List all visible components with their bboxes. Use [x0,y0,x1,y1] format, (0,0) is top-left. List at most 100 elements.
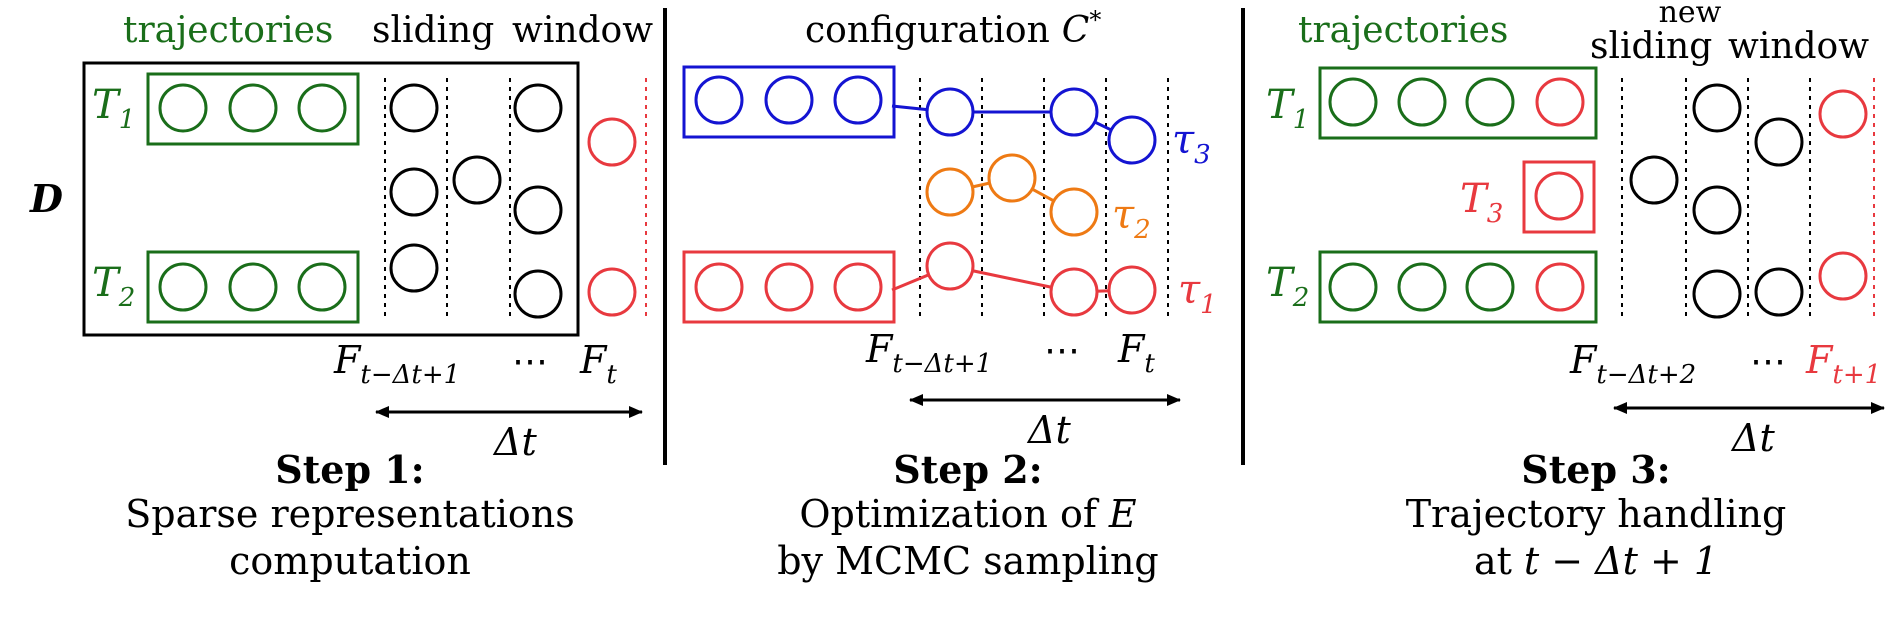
p2-tau1-node [694,262,744,312]
p1-frame-start-label: Ft−Δt+1 [333,338,460,390]
p1-step-line2: computation [229,539,471,583]
p1-dictionary-box [82,61,580,337]
p3-t2-box [1318,250,1598,324]
p1-ellipsis: ⋯ [512,341,548,382]
p3-header-trajectories: trajectories [1298,10,1508,51]
p2-tau2-node [925,167,975,217]
p2-tau3-node [764,75,814,125]
p2-tau1-node [925,241,975,291]
p2-tau1-path [891,264,1133,294]
p2-tau3-node [833,75,883,125]
p3-t3-node [1534,171,1584,221]
p3-detection [1692,83,1742,133]
p1-delta-label: Δt [492,420,537,464]
p3-frame-start-label: Ft−Δt+2 [1569,338,1696,390]
p3-frame-end-label: Ft+1 [1805,338,1881,390]
p3-t2-node [1397,262,1447,312]
p2-step-title: Step 2: [893,447,1042,492]
p2-tau2-node [1049,187,1099,237]
p2-tau1-node [764,262,814,312]
p3-ellipsis: ⋯ [1750,341,1786,382]
p3-delta-label: Δt [1730,416,1775,460]
p3-t1-label: T1 [1266,82,1309,135]
p3-header-sliding: sliding [1590,26,1712,67]
p3-detection [1692,269,1742,319]
p1-t2-box [146,250,360,324]
p1-dictionary-label: D [29,176,63,221]
p1-detection-next [587,117,637,167]
p1-t2-node [158,262,208,312]
p3-step-title: Step 3: [1521,447,1670,492]
p3-t1-node [1465,77,1515,127]
p1-detection [389,83,439,133]
p2-frame-start-label: Ft−Δt+1 [865,327,992,379]
p2-step-line2: by MCMC sampling [777,539,1159,583]
p2-tau1-node [1049,267,1099,317]
p3-t2-node [1328,262,1378,312]
p3-detection [1629,155,1679,205]
p3-t1-node [1397,77,1447,127]
p3-detection [1692,185,1742,235]
panel-step1: trajectories sliding window D T1 T2 [29,10,653,583]
p1-t1-node [297,83,347,133]
p2-tau3-node [1049,87,1099,137]
p1-detection [513,83,563,133]
p1-detection [513,185,563,235]
p1-detection [389,167,439,217]
p3-t3-label: T3 [1460,176,1503,229]
p3-t2-label: T2 [1266,260,1309,313]
p1-header-trajectories: trajectories [123,10,333,51]
p3-header-window: window [1728,26,1869,67]
p1-t1-node [158,83,208,133]
p3-detection [1754,267,1804,317]
p3-t2-node [1465,262,1515,312]
p1-t2-node [297,262,347,312]
p1-t2-label: T2 [92,260,135,313]
p1-frame-end-label: Ft [579,338,617,390]
p2-tau1-box [682,250,896,324]
p2-frame-end-label: Ft [1117,327,1155,379]
p1-t1-label: T1 [92,82,135,135]
p2-tau1-node [1107,265,1157,315]
p2-tau2-label: τ2 [1112,192,1151,245]
p2-ellipsis: ⋯ [1044,330,1080,371]
p1-t1-box [146,72,360,146]
p2-tau3-node [1107,115,1157,165]
p3-t1-box [1318,66,1598,140]
p3-detection [1754,117,1804,167]
p2-tau3-path [891,104,1133,142]
p1-detection [513,269,563,319]
p3-header-new: new [1659,0,1722,30]
p2-tau3-node [694,75,744,125]
p2-tau3-label: τ3 [1172,117,1211,170]
panel-step3: trajectories new sliding window T1 T3 T2 [1266,0,1885,583]
p1-detection-next [587,267,637,317]
p3-t3-box [1522,160,1596,234]
p1-t1-node [228,83,278,133]
p3-t1-node-new [1535,77,1585,127]
p1-t2-node [228,262,278,312]
p2-tau2-node [987,153,1037,203]
p1-detection [389,243,439,293]
p3-t2-node-new [1535,262,1585,312]
p3-detection-next [1818,251,1868,301]
p2-delta-label: Δt [1026,408,1071,452]
p3-detection-next [1818,89,1868,139]
p2-tau1-node [833,262,883,312]
p1-step-title: Step 1: [275,447,424,492]
p2-tau1-label: τ1 [1178,267,1217,320]
p3-step-line1: Trajectory handling [1406,492,1787,536]
p1-header-window: window [512,10,653,51]
p1-header-sliding: sliding [372,10,494,51]
p1-detection [452,155,502,205]
p3-t1-node [1328,77,1378,127]
p2-tau3-node [925,87,975,137]
p2-tau3-box [682,65,896,139]
p1-step-line1: Sparse representations [125,492,575,536]
